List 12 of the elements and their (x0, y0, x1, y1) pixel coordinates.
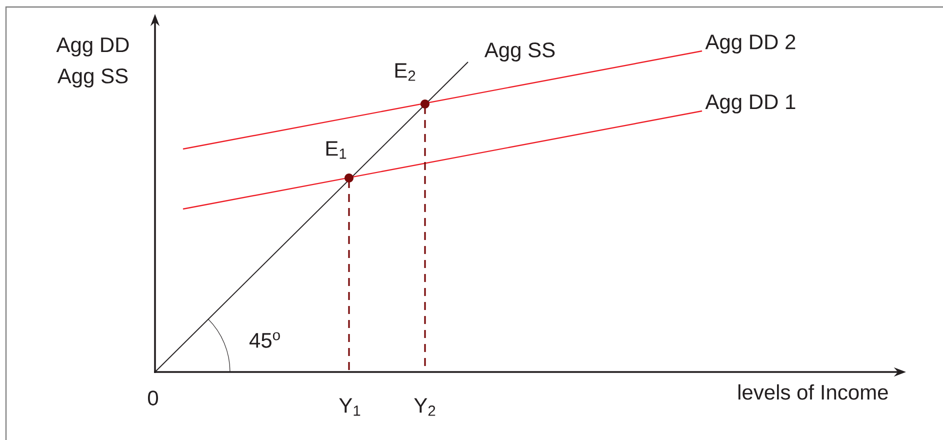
point-label: E$_{2}$ (395, 63, 416, 81)
point-label: E$_{1}$ (326, 141, 346, 159)
angle-label: 45$^{o}$ (249, 332, 280, 348)
tick-label: Y$_{1}$ (339, 398, 360, 416)
axis-label: Agg DD (56, 38, 129, 56)
origin-label: 0 (148, 390, 158, 406)
axis-label: Agg SS (57, 68, 128, 88)
line-label: Agg DD 2 (705, 34, 796, 54)
line-label: Agg DD 1 (705, 94, 796, 114)
axis-label: levels of Income (738, 384, 888, 400)
tick-label: Y$_{2}$ (414, 398, 436, 416)
line-label: Agg SS (484, 42, 555, 62)
